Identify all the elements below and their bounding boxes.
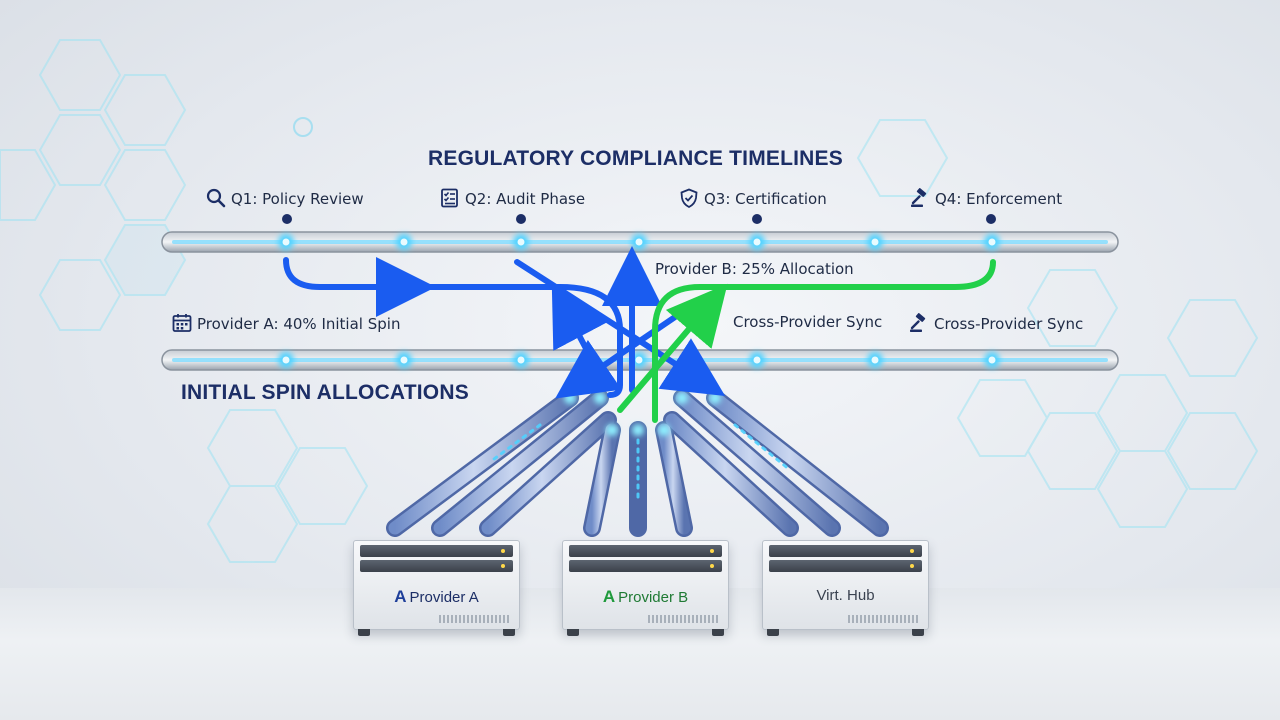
connector-pillars [386,389,889,537]
magnifier-icon [206,188,226,208]
phase-markers [282,214,996,224]
phase-label-q2: Q2: Audit Phase [440,188,585,208]
hexagon-pattern-right [856,119,1259,528]
provider-a-initial-label: Provider A: 40% Initial Spin [172,313,400,333]
phase-label-q1: Q1: Policy Review [206,188,364,208]
server-name: Provider B [618,589,689,606]
shield-check-icon [680,188,698,208]
checklist-icon [441,188,458,208]
section-subtitle: INITIAL SPIN ALLOCATIONS [181,381,469,404]
green-flow-arrows [617,259,996,423]
phase-label-q4: Q4: Enforcement [910,188,1062,208]
gavel-icon [910,313,926,332]
rail-nodes-bottom [278,352,1000,368]
provider-b-logo: A [602,587,616,606]
cross-provider-sync-label-2: Cross-Provider Sync [909,313,1083,333]
server-name: Virt. Hub [816,587,875,604]
provider-b-allocation-label: Provider B: 25% Allocation [655,260,854,278]
hexagon-pattern-left [0,39,369,563]
calendar-icon [172,314,192,332]
rail-nodes-top [278,234,1000,250]
gavel-icon [911,188,927,207]
decor-circle [293,117,313,137]
provider-a-logo: A [394,587,407,606]
server-name: Provider A [409,589,479,606]
diagram-title: REGULATORY COMPLIANCE TIMELINES [428,147,843,170]
server-virt-hub: Virt. Hub [762,540,929,636]
cross-provider-sync-label-1: Cross-Provider Sync [733,313,883,331]
phase-label-q3: Q3: Certification [679,188,827,208]
